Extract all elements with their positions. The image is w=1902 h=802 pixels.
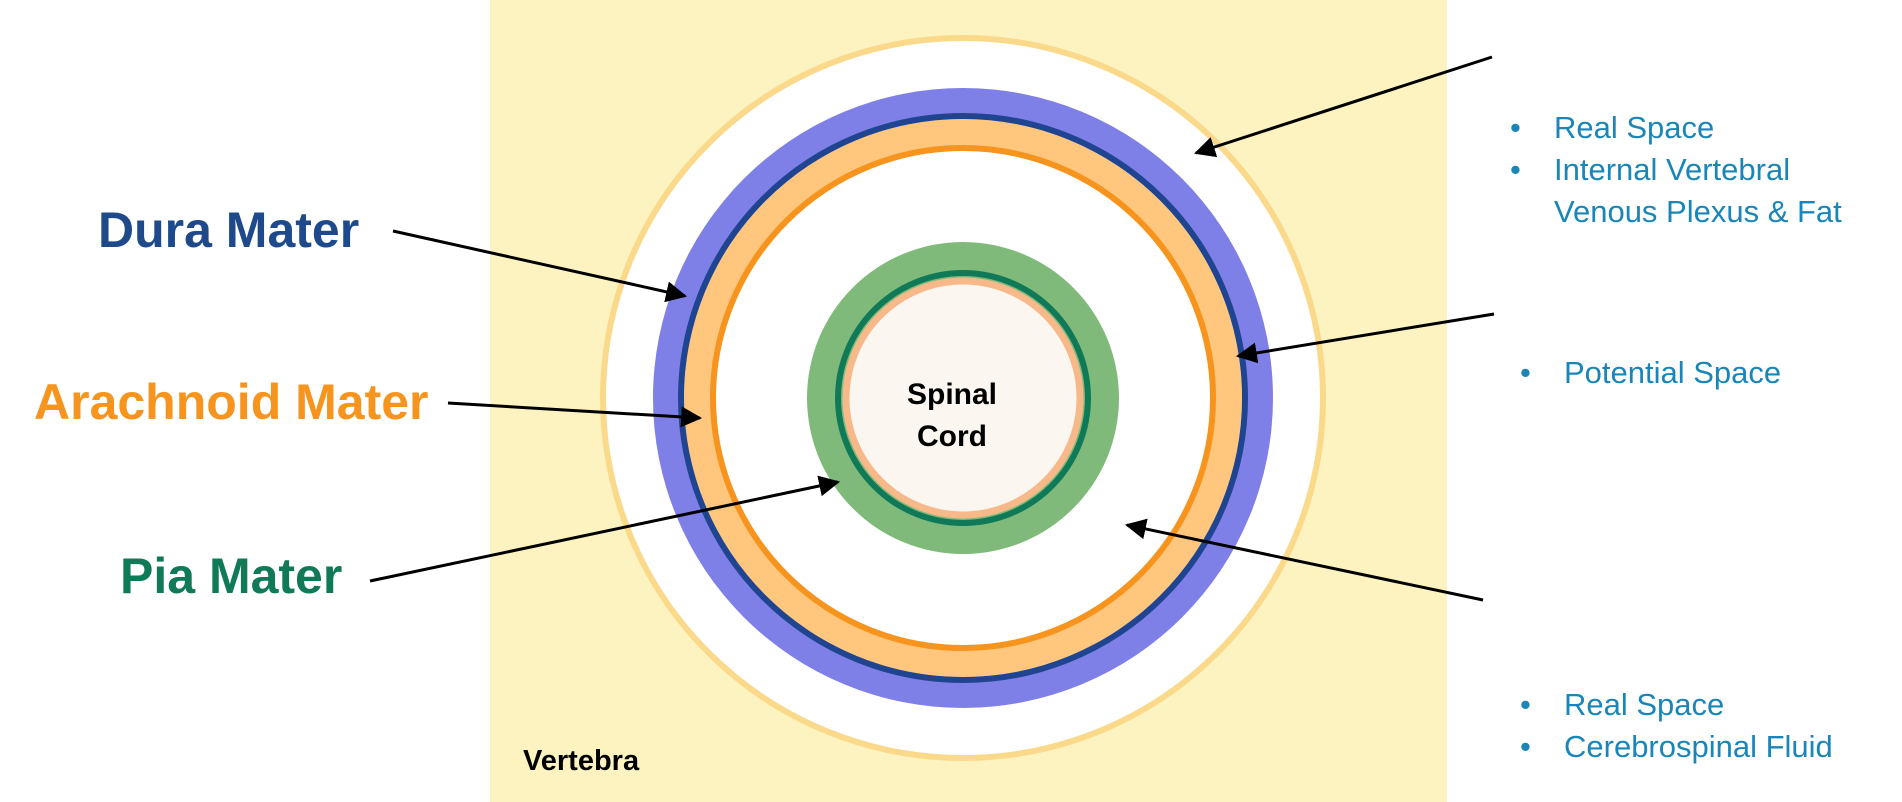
arrow-subarachnoid-space (1124, 518, 1484, 602)
arrow-epidural-space (1194, 55, 1493, 158)
subarachnoid-space-notes: Real Space Cerebrospinal Fluid (1514, 684, 1833, 768)
pia-mater-line (835, 270, 1091, 526)
note-item: Real Space (1504, 107, 1842, 149)
spinal-cord (842, 277, 1084, 519)
subdural-space-notes: Potential Space (1514, 352, 1781, 394)
vertebra-label: Vertebra (523, 745, 640, 777)
note-item: Internal Vertebral (1504, 149, 1842, 191)
spinal-cord-label: Spinal Cord (878, 374, 1026, 458)
arachnoid-mater-label: Arachnoid Mater (34, 374, 429, 430)
note-item: Cerebrospinal Fluid (1514, 726, 1833, 768)
note-item: Potential Space (1514, 352, 1781, 394)
spinal-cord-label-line1: Spinal (906, 378, 997, 411)
arrow-pia-mater (369, 475, 841, 583)
arrow-subdural-space (1235, 312, 1495, 364)
note-item-continuation: Venous Plexus & Fat (1554, 194, 1842, 229)
note-item: Real Space (1514, 684, 1833, 726)
epidural-space-notes: Real Space Internal Vertebral Venous Ple… (1504, 107, 1842, 233)
spinal-cord-label-line2: Cord (917, 420, 987, 453)
pia-mater-label: Pia Mater (120, 548, 343, 604)
arrow-arachnoid-mater (447, 401, 703, 428)
dura-mater-inner-line (678, 113, 1248, 683)
arrow-dura-mater (392, 229, 688, 303)
dura-mater-label: Dura Mater (98, 202, 360, 258)
